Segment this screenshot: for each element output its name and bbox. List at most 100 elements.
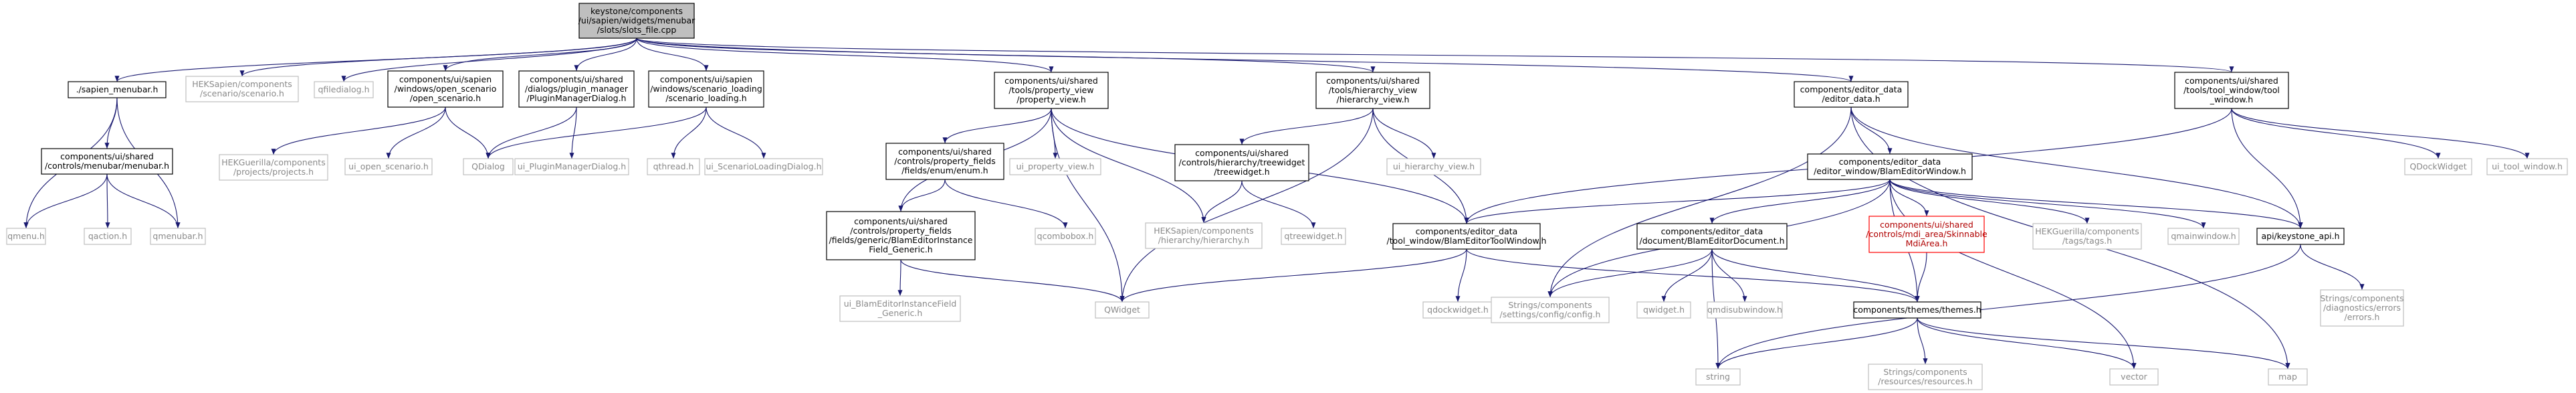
node-hek-scenario[interactable]: HEKSapien/components/scenario/scenario.h (185, 76, 299, 102)
node-label-line: /controls/mdi_area/Skinnable (1866, 229, 1988, 239)
node-box (84, 228, 132, 245)
node-ui-hierarchy-view[interactable]: ui_hierarchy_view.h (1386, 158, 1481, 175)
node-box (1853, 301, 1981, 319)
node-hek-hierarchy[interactable]: HEKSapien/components/hierarchy/hierarchy… (1145, 222, 1263, 249)
node-blam-document[interactable]: components/editor_data/document/BlamEdit… (1636, 223, 1788, 250)
node-label-line: qdockwidget.h (1427, 305, 1489, 315)
node-config[interactable]: Strings/components/settings/config/confi… (1491, 297, 1610, 323)
node-map[interactable]: map (2268, 368, 2308, 386)
edge-menubarmenubar-to-qaction (105, 173, 110, 229)
node-label-line: /tools/hierarchy_view (1329, 85, 1418, 95)
node-tool-window[interactable]: components/ui/shared/tools/tool_window/t… (2174, 72, 2289, 109)
node-keystone-api[interactable]: api/keystone_api.h (2256, 228, 2345, 245)
node-box (1386, 158, 1481, 175)
node-qfiledialog[interactable]: qfiledialog.h (314, 81, 374, 98)
node-property-view[interactable]: components/ui/shared/tools/property_view… (994, 72, 1109, 109)
node-label-line: ui_tool_window.h (2492, 161, 2563, 171)
node-plugin-manager[interactable]: components/ui/shared/dialogs/plugin_mana… (518, 70, 635, 108)
node-label-line: components/ui/sapien (399, 74, 492, 84)
node-qmenubar[interactable]: qmenubar.h (150, 228, 206, 245)
edge-open_scenario-to-projects (271, 106, 446, 155)
node-box (1315, 72, 1430, 109)
node-box (648, 70, 764, 108)
node-box (1868, 216, 1985, 253)
edge-blam_editor_window-to-qmainwindow (1889, 179, 2206, 229)
node-resources[interactable]: Strings/components/resources/resources.h (1868, 364, 1983, 390)
node-label-line: qmainwindow.h (2171, 231, 2236, 241)
node-qmainwindow[interactable]: qmainwindow.h (2167, 228, 2240, 245)
node-string[interactable]: string (1695, 368, 1741, 386)
node-qwidget[interactable]: qwidget.h (1636, 301, 1691, 319)
node-hierarchy-view[interactable]: components/ui/shared/tools/hierarchy_vie… (1315, 72, 1430, 109)
edge-blam_tool_window-to-qwidget_cap (1119, 248, 1467, 303)
node-label-line: /settings/config/config.h (1500, 309, 1601, 319)
node-label-line: /slots/slots_file.cpp (597, 25, 677, 35)
node-errors[interactable]: Strings/components/diagnostics/errors/er… (2320, 289, 2404, 327)
edge-scenario_loading-to-qthread (671, 106, 707, 159)
node-label-line: HEKGuerilla/components (2035, 226, 2139, 236)
node-themes[interactable]: components/themes/themes.h (1853, 301, 1981, 319)
node-vector[interactable]: vector (2109, 368, 2159, 386)
node-qcombobox[interactable]: qcombobox.h (1035, 228, 1096, 245)
node-generic[interactable]: components/ui/shared/controls/property_f… (826, 211, 976, 260)
node-box (1009, 158, 1101, 175)
edge-hierarchy_view-to-qwidget_cap (1119, 108, 1374, 303)
node-ui-instance-generic[interactable]: ui_BlamEditorInstanceField_Generic.h (839, 295, 961, 322)
edge-blam_editor_window-to-hek_tags (1889, 179, 2090, 224)
edge-blam_editor_window-to-blam_document (1709, 179, 1891, 224)
node-editor-data[interactable]: components/editor_data/editor_data.h (1794, 81, 1909, 108)
node-enum-view[interactable]: components/ui/shared/controls/property_f… (885, 143, 1004, 180)
edge-blam_editor_window-to-keystone_api (1889, 179, 2303, 229)
node-qmenu[interactable]: qmenu.h (6, 228, 46, 245)
node-skinnable[interactable]: components/ui/shared/controls/mdi_area/S… (1866, 216, 1988, 253)
node-label-line: ui_BlamEditorInstanceField (844, 299, 957, 309)
edge-editor_data-to-config (1547, 106, 1852, 298)
node-ui-plugin[interactable]: ui_PluginManagerDialog.h (514, 158, 629, 175)
node-label-line: components/ui/sapien (660, 74, 752, 84)
node-open-scenario[interactable]: components/ui/sapien/windows/open_scenar… (387, 70, 504, 108)
edge-hierarchy_view-to-ui_hierarchy_view (1372, 108, 1436, 159)
node-scenario-loading[interactable]: components/ui/sapien/windows/scenario_lo… (648, 70, 764, 108)
node-qtreewidget[interactable]: qtreewidget.h (1281, 228, 1346, 245)
node-label-line: /tools/property_view (1008, 85, 1093, 95)
node-label-line: ui_hierarchy_view.h (1393, 161, 1475, 171)
node-label-line: Strings/components (1883, 367, 1967, 377)
node-label-line: map (2278, 372, 2297, 382)
edge-menubarmenubar-to-qmenu (23, 173, 108, 229)
node-qdockwidget[interactable]: qdockwidget.h (1422, 301, 1493, 319)
node-qwidget-cap[interactable]: QWidget (1095, 301, 1150, 319)
node-label-line: HEKGuerilla/components (221, 157, 325, 167)
edge-keystone_api-to-string (1715, 244, 2301, 370)
node-label-line: _window.h (2210, 94, 2253, 104)
edge-treewidget-to-hek_hierarchy (1201, 180, 1243, 224)
node-projects[interactable]: HEKGuerilla/components/projects/projects… (219, 154, 328, 181)
node-box (1422, 301, 1493, 319)
node-box (994, 72, 1109, 109)
node-qthread[interactable]: qthread.h (647, 158, 700, 175)
node-qdockwidget-cap[interactable]: QDockWidget (2404, 158, 2472, 175)
node-box (1695, 368, 1741, 386)
edge-property_view-to-hek_hierarchy (1051, 108, 1206, 224)
node-ui-open-scenario[interactable]: ui_open_scenario.h (344, 158, 433, 175)
node-treewidget[interactable]: components/ui/shared/controls/hierarchy/… (1174, 144, 1309, 181)
node-blam-tool-window[interactable]: components/editor_data/tool_window/BlamE… (1387, 223, 1547, 250)
node-qaction[interactable]: qaction.h (84, 228, 132, 245)
node-label-line: ui_property_view.h (1016, 161, 1095, 171)
node-qdialog[interactable]: QDialog (463, 158, 514, 175)
node-box (1636, 301, 1691, 319)
node-menubarmenubar[interactable]: components/ui/shared/controls/menubar/me… (41, 148, 173, 175)
node-box (1174, 144, 1309, 181)
edge-blam_tool_window-to-qdockwidget (1455, 248, 1467, 303)
node-blam-editor-window[interactable]: components/editor_data/editor_window/Bla… (1807, 153, 1973, 180)
node-label-line: components/ui/shared (60, 151, 154, 161)
node-label-line: qthread.h (653, 161, 694, 171)
node-hek-tags[interactable]: HEKGuerilla/components/tags/tags.h (2032, 223, 2142, 250)
node-sapien-menubar[interactable]: ./sapien_menubar.h (68, 81, 167, 98)
node-qmdisubwindow[interactable]: qmdisubwindow.h (1707, 301, 1783, 319)
edge-blam_editor_window-to-vector (1889, 179, 2137, 370)
node-ui-scenario-loading[interactable]: ui_ScenarioLoadingDialog.h (704, 158, 823, 175)
node-ui-tool-window[interactable]: ui_tool_window.h (2486, 158, 2568, 175)
node-ui-property-view[interactable]: ui_property_view.h (1009, 158, 1101, 175)
node-label-line: components/editor_data (1839, 157, 1941, 167)
